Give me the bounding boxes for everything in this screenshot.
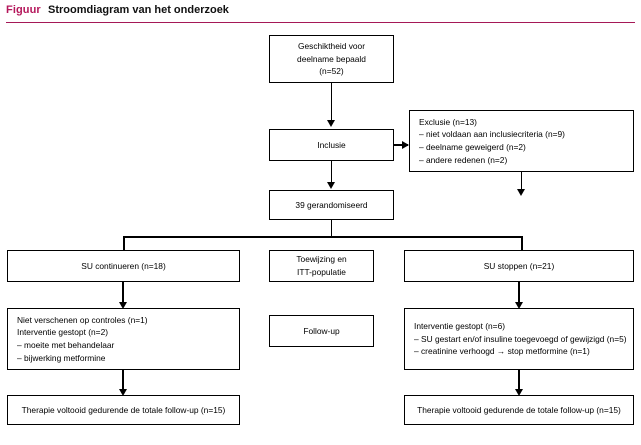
node-right-dropouts-line-3: – creatinine verhoogd → stop metformine … — [414, 346, 590, 357]
node-allocation-label-line-2: ITT-populatie — [297, 267, 346, 277]
connector-su-stop-to-dropouts — [518, 282, 520, 302]
figure-label: Figuur — [6, 4, 41, 16]
connector-left-dropouts-to-completed — [122, 370, 124, 389]
arrow-su-stop-to-dropouts — [514, 302, 523, 309]
arrow-inclusion-to-randomised — [327, 182, 336, 189]
node-su-continue-line-1: SU continueren (n=18) — [81, 260, 166, 271]
connector-randomised-stem — [330, 220, 333, 238]
node-inclusion: Inclusie — [269, 129, 394, 161]
node-left-dropouts-line-3: – moeite met behandelaar — [17, 340, 115, 350]
connector-eligibility-to-inclusion — [330, 83, 333, 120]
node-right-dropouts-line-2: – SU gestart en/of insuline toegevoegd o… — [414, 333, 627, 344]
connector-su-continue-to-dropouts — [122, 282, 124, 302]
connector-inclusion-to-randomised — [330, 161, 333, 182]
connector-inclusion-to-exclusion — [394, 144, 408, 146]
node-eligibility: Geschiktheid voor deelname bepaald (n=52… — [269, 35, 394, 83]
arrow-exclusion-down — [517, 189, 526, 196]
arrow-right-dropouts-to-completed — [514, 389, 523, 396]
figure-title: Stroomdiagram van het onderzoek — [48, 4, 229, 16]
node-allocation-label-line-1: Toewijzing en — [296, 254, 347, 265]
node-inclusion-line-1: Inclusie — [317, 139, 346, 150]
node-exclusion-line-2: – niet voldaan aan inclusiecriteria (n=9… — [419, 129, 565, 140]
header-divider — [6, 22, 635, 23]
arrow-left-dropouts-to-completed — [118, 389, 127, 396]
node-left-dropouts-line-1: Niet verschenen op controles (n=1) — [17, 314, 148, 325]
node-right-completed: Therapie voltooid gedurende de totale fo… — [404, 395, 634, 425]
node-randomised: 39 gerandomiseerd — [269, 190, 394, 220]
node-left-dropouts-line-4: – bijwerking metformine — [17, 352, 106, 363]
node-left-completed: Therapie voltooid gedurende de totale fo… — [7, 395, 240, 425]
node-eligibility-line-2: deelname bepaald — [297, 53, 366, 64]
node-eligibility-line-3: (n=52) — [319, 66, 344, 77]
connector-randomised-to-su-continue — [123, 236, 125, 251]
node-exclusion-line-1: Exclusie (n=13) — [419, 116, 477, 127]
node-right-dropouts-line-1: Interventie gestopt (n=6) — [414, 321, 506, 332]
arrow-inclusion-to-exclusion — [402, 141, 409, 149]
connector-right-dropouts-to-completed — [518, 370, 520, 389]
arrow-eligibility-to-inclusion — [327, 120, 336, 127]
node-right-dropouts: Interventie gestopt (n=6) – SU gestart e… — [404, 308, 634, 370]
node-exclusion: Exclusie (n=13) – niet voldaan aan inclu… — [409, 110, 634, 172]
node-right-completed-line-1: Therapie voltooid gedurende de totale fo… — [417, 404, 621, 415]
node-randomised-line-1: 39 gerandomiseerd — [295, 199, 368, 210]
connector-randomised-to-su-stop — [521, 236, 523, 251]
connector-exclusion-down — [520, 172, 523, 189]
figure-header: Figuur Stroomdiagram van het onderzoek — [0, 0, 641, 26]
node-allocation-label: Toewijzing en ITT-populatie — [269, 250, 374, 282]
arrow-su-continue-to-dropouts — [118, 302, 127, 309]
node-followup-label: Follow-up — [269, 315, 374, 347]
node-left-dropouts: Niet verschenen op controles (n=1) Inter… — [7, 308, 240, 370]
connector-randomised-split — [123, 236, 523, 238]
node-exclusion-line-4: – andere redenen (n=2) — [419, 154, 508, 165]
node-su-stop: SU stoppen (n=21) — [404, 250, 634, 282]
node-exclusion-line-3: – deelname geweigerd (n=2) — [419, 142, 526, 152]
node-su-stop-line-1: SU stoppen (n=21) — [483, 260, 555, 271]
node-followup-label-line-1: Follow-up — [303, 325, 340, 336]
node-su-continue: SU continueren (n=18) — [7, 250, 240, 282]
node-eligibility-line-1: Geschiktheid voor — [297, 41, 366, 52]
node-left-completed-line-1: Therapie voltooid gedurende de totale fo… — [21, 404, 226, 415]
node-left-dropouts-line-2: Interventie gestopt (n=2) — [17, 327, 109, 338]
